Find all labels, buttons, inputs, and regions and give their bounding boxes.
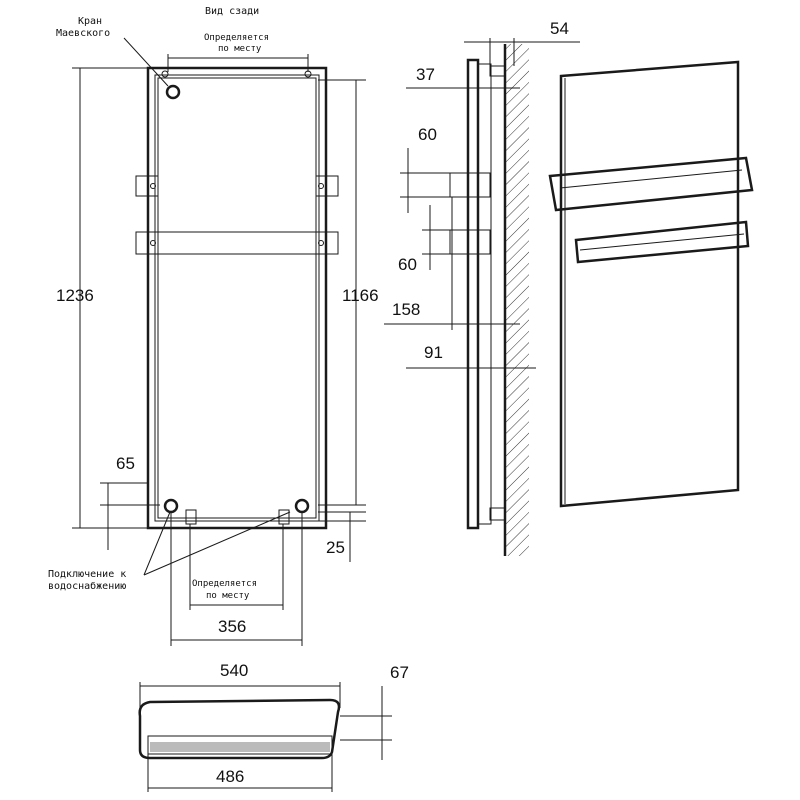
side-view: 54 37 60 60 158 91 xyxy=(384,19,580,556)
dim-bottom-gap: 25 xyxy=(326,538,345,557)
valve-label-line1: Кран xyxy=(78,16,102,27)
top-view-shade xyxy=(150,742,330,752)
site-bottom-line1: Определяется xyxy=(192,579,257,589)
bolt-icon xyxy=(150,240,156,246)
pipe-stub-left xyxy=(185,509,197,525)
dim-depth-top: 67 xyxy=(390,663,409,682)
dim-height-inner: 1166 xyxy=(342,286,379,305)
dim-width-inner: 486 xyxy=(216,767,244,786)
rear-view: Вид сзади Кран Маевского Определяется xyxy=(48,6,379,646)
wall-hatch xyxy=(505,44,529,556)
dim-bar-height-upper: 60 xyxy=(418,125,437,144)
pipe-connection-left-icon xyxy=(163,498,179,514)
rear-towel-bar xyxy=(135,231,339,255)
bar-edge xyxy=(559,169,743,189)
dim-width-total: 540 xyxy=(220,661,248,680)
dim-height-total: 1236 xyxy=(56,286,94,305)
rear-outer-frame xyxy=(146,66,328,530)
wall-mount-top xyxy=(489,65,506,77)
site-top-line1: Определяется xyxy=(204,33,269,43)
rear-inner-frame xyxy=(154,74,320,522)
bolt-icon xyxy=(150,183,156,189)
upper-bracket-left xyxy=(135,175,159,197)
towel-bar-upper xyxy=(548,156,754,212)
top-view: 540 486 67 xyxy=(138,661,409,792)
dim-bar-height-lower: 60 xyxy=(398,255,417,274)
valve-label-line2: Маевского xyxy=(56,28,110,39)
site-bottom-line2: по месту xyxy=(206,591,250,601)
bolt-icon xyxy=(318,183,324,189)
perspective-view xyxy=(548,60,754,508)
site-top-line2: по месту xyxy=(218,44,262,54)
dim-depth-body: 37 xyxy=(416,65,435,84)
side-bar-lower xyxy=(449,229,491,255)
rear-panel xyxy=(157,77,317,519)
rear-view-title: Вид сзади xyxy=(205,6,259,17)
connection-label-line2: водоснабжению xyxy=(48,580,126,592)
towel-bar-lower xyxy=(574,220,750,264)
wall-mount-bottom xyxy=(489,507,506,521)
dim-bar-projection: 158 xyxy=(392,300,420,319)
valve-leader xyxy=(123,37,169,87)
connection-label-line1: Подключение к xyxy=(48,569,126,580)
side-panel-back xyxy=(477,63,492,525)
connection-leader xyxy=(143,511,291,576)
bolt-icon xyxy=(318,240,324,246)
pipe-stub-right xyxy=(278,509,290,525)
bolt-icon xyxy=(161,70,169,78)
dim-bottom-offset: 65 xyxy=(116,454,135,473)
dim-wall-offset: 91 xyxy=(424,343,443,362)
connection-leader xyxy=(143,511,171,576)
bar-edge xyxy=(579,233,745,251)
top-view-inner xyxy=(147,735,333,755)
dim-depth-total: 54 xyxy=(550,19,569,38)
side-panel xyxy=(466,58,480,530)
side-bar-upper xyxy=(449,172,491,198)
dim-pipe-spacing: 356 xyxy=(218,617,246,636)
upper-bracket-right xyxy=(315,175,339,197)
radiator-panel-front xyxy=(559,60,740,508)
air-valve-icon xyxy=(165,84,181,100)
pipe-connection-right-icon xyxy=(294,498,310,514)
